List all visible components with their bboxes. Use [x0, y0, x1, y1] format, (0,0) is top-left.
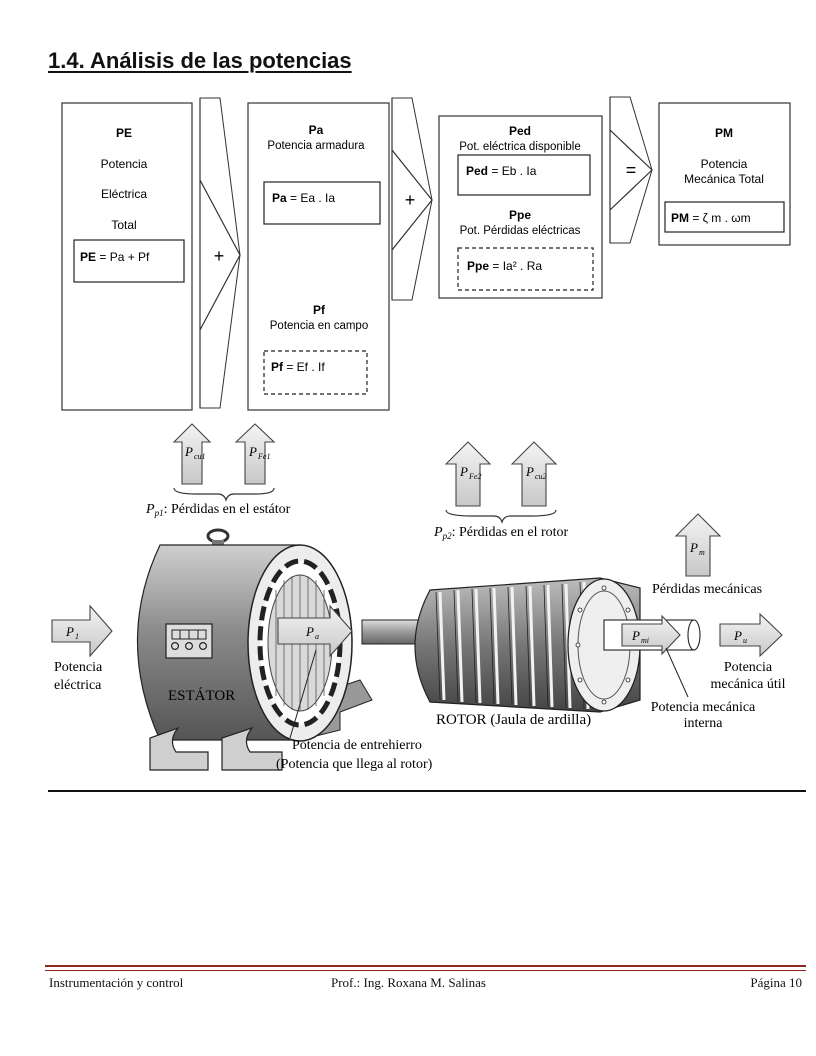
svg-text:Fe1: Fe1: [257, 452, 270, 461]
pa-title: Pa: [309, 123, 324, 137]
airgap-power-line-1: Potencia de entrehierro: [292, 738, 422, 753]
ppe-formula-box: [457, 247, 594, 291]
power-flow-diagram: PE Potencia Eléctrica Total PE = Pa + Pf…: [61, 96, 791, 411]
stator-loss-brace: [173, 487, 275, 502]
section-divider: [48, 790, 806, 792]
footer-professor: Prof.: Ing. Roxana M. Salinas: [331, 975, 486, 990]
svg-text:cu2: cu2: [535, 472, 547, 481]
plus-sign-2: +: [405, 190, 416, 210]
p-1-arrow: P 1: [51, 604, 113, 658]
internal-power-line-2: interna: [684, 716, 724, 731]
p-a-arrow: P a: [277, 604, 353, 658]
ped-subtitle: Pot. eléctrica disponible: [459, 141, 580, 153]
pe-line-3: Total: [111, 218, 136, 232]
ppe-title: Ppe: [509, 208, 531, 222]
mech-loss-label: Pérdidas mecánicas: [652, 582, 762, 597]
svg-text:a: a: [315, 632, 319, 641]
pa-formula-box: [263, 181, 381, 225]
useful-power-line-1: Potencia: [724, 660, 773, 675]
p-mi-arrow: P mi: [621, 614, 681, 656]
pe-line-1: Potencia: [101, 157, 148, 171]
svg-text:1: 1: [75, 632, 79, 641]
rotor-loss-label: Pp2: Pérdidas en el rotor: [433, 525, 569, 541]
useful-power-line-2: mecánica útil: [710, 677, 785, 692]
footer-course: Instrumentación y control: [49, 975, 184, 990]
pm-formula-box: [664, 201, 785, 233]
pa-formula: Pa = Ea . Ia: [272, 191, 335, 205]
p-fe2-arrow: P Fe2: [444, 441, 492, 507]
p-m-arrow: P m: [674, 513, 722, 577]
pe-formula: PE = Pa + Pf: [80, 250, 150, 264]
svg-text:P: P: [248, 444, 257, 459]
stator-label: ESTÁTOR: [168, 687, 235, 704]
svg-text:Fe2: Fe2: [468, 472, 481, 481]
pf-subtitle: Potencia en campo: [270, 320, 368, 332]
svg-text:P: P: [689, 540, 698, 555]
ped-formula-box: [457, 154, 591, 196]
rotor-label: ROTOR (Jaula de ardilla): [436, 712, 591, 728]
plus-sign-1: +: [214, 246, 225, 266]
motor-loss-illustration: P cu1 P Fe1 Pp1: Pérdidas en el estátor …: [51, 423, 786, 772]
svg-text:m: m: [699, 548, 705, 557]
input-power-line-1: Potencia: [54, 660, 103, 675]
stator-loss-label: Pp1: Pérdidas en el estátor: [145, 502, 291, 518]
ped-formula: Ped = Eb . Ia: [466, 164, 537, 178]
rotor-loss-brace: [445, 509, 557, 524]
svg-text:P: P: [65, 624, 74, 639]
p-cu2-arrow: P cu2: [510, 441, 558, 507]
section-heading: 1.4. Análisis de las potencias: [48, 48, 352, 73]
p-cu1-arrow: P cu1: [172, 423, 212, 485]
svg-text:P: P: [459, 464, 468, 479]
pe-formula-box: [73, 239, 185, 283]
footer-rule: [45, 965, 806, 971]
pf-title: Pf: [313, 303, 326, 317]
ped-title: Ped: [509, 124, 531, 138]
footer-page-number: Página 10: [750, 975, 802, 990]
svg-text:mi: mi: [641, 636, 649, 645]
svg-text:P: P: [305, 624, 314, 639]
svg-text:u: u: [743, 636, 747, 645]
pa-subtitle: Potencia armadura: [267, 140, 365, 152]
pm-title: PM: [715, 126, 733, 140]
svg-text:P: P: [184, 444, 193, 459]
airgap-power-line-2: (Potencia que llega al rotor): [276, 757, 433, 772]
svg-text:P: P: [631, 628, 640, 643]
internal-power-line-1: Potencia mecánica: [651, 700, 756, 715]
pm-subtitle-2: Mecánica Total: [684, 172, 764, 186]
svg-text:P: P: [733, 628, 742, 643]
pe-line-2: Eléctrica: [101, 187, 147, 201]
svg-text:cu1: cu1: [194, 452, 206, 461]
p-u-arrow: P u: [719, 612, 783, 658]
pm-formula: PM = ζ m . ωm: [671, 211, 751, 225]
ppe-subtitle: Pot. Pérdidas eléctricas: [460, 225, 581, 237]
svg-text:P: P: [525, 464, 534, 479]
pe-title: PE: [116, 126, 132, 140]
equals-sign: =: [626, 160, 637, 180]
pm-subtitle-1: Potencia: [701, 157, 748, 171]
pf-formula: Pf = Ef . If: [271, 360, 325, 374]
pf-formula-box: [263, 350, 368, 395]
ppe-formula: Ppe = Ia² . Ra: [467, 259, 542, 273]
p-fe1-arrow: P Fe1: [234, 423, 276, 485]
input-power-line-2: eléctrica: [54, 678, 102, 693]
